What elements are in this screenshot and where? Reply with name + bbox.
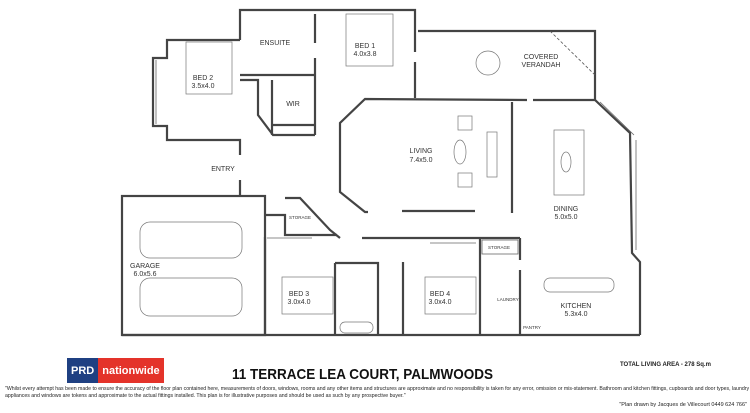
- furniture: [139, 13, 615, 334]
- room-size-living: 7.4x5.0: [410, 157, 433, 164]
- walls: [120, 8, 642, 337]
- room-label-bed4: BED 4: [430, 291, 450, 298]
- logo-nationwide: nationwide: [98, 358, 164, 383]
- room-label-kitchen: KITCHEN: [561, 303, 592, 310]
- room-label-living: LIVING: [410, 148, 433, 155]
- room-label-verandah: COVERED: [524, 54, 559, 61]
- room-label-laundry: LAUNDRY: [497, 297, 518, 302]
- floor-plan: BED 2 3.5x4.0 ENSUITE BED 1 4.0x3.8 COVE…: [120, 8, 642, 337]
- coffee-table-icon: [453, 139, 467, 165]
- room-size-garage: 6.0x5.6: [134, 271, 157, 278]
- prd-nationwide-logo: PRD nationwide: [67, 358, 164, 383]
- disclaimer: "Whilst every attempt has been made to e…: [5, 386, 750, 399]
- total-living-area: TOTAL LIVING AREA - 278 Sq.m: [620, 362, 711, 368]
- room-label-entry: ENTRY: [211, 166, 235, 173]
- room-label-wir: WIR: [286, 101, 300, 108]
- room-label-storage-2: STORAGE: [488, 245, 510, 250]
- car-icon: [139, 277, 243, 317]
- room-size-bed1: 4.0x3.8: [354, 51, 377, 58]
- armchair-icon: [457, 115, 473, 131]
- room-label-pantry: PANTRY: [523, 325, 541, 330]
- room-size-bed3: 3.0x4.0: [288, 299, 311, 306]
- room-size-dining: 5.0x5.0: [555, 214, 578, 221]
- room-size-bed4: 3.0x4.0: [429, 299, 452, 306]
- car-icon: [139, 221, 243, 259]
- room-labels: BED 2 3.5x4.0 ENSUITE BED 1 4.0x3.8 COVE…: [130, 40, 591, 330]
- bed-icon: [185, 41, 233, 95]
- armchair-icon: [457, 172, 473, 188]
- room-label-storage: STORAGE: [289, 215, 311, 220]
- room-label-bed1: BED 1: [355, 43, 375, 50]
- room-label-ensuite: ENSUITE: [260, 40, 291, 47]
- room-size-bed2: 3.5x4.0: [192, 83, 215, 90]
- logo-prd: PRD: [67, 358, 99, 383]
- room-label-dining: DINING: [554, 206, 579, 213]
- bathtub-icon: [339, 321, 374, 334]
- room-label-verandah-2: VERANDAH: [522, 62, 561, 69]
- bed-icon: [345, 13, 394, 67]
- bed-icon: [281, 276, 334, 315]
- room-label-garage: GARAGE: [130, 263, 160, 270]
- outdoor-table-icon: [475, 50, 501, 76]
- kitchen-island-icon: [543, 277, 615, 293]
- room-size-kitchen: 5.3x4.0: [565, 311, 588, 318]
- bed-icon: [424, 276, 477, 315]
- sofa-icon: [486, 131, 498, 178]
- table-centerpiece-icon: [560, 151, 572, 173]
- property-address: 11 TERRACE LEA COURT, PALMWOODS: [232, 366, 494, 383]
- drawn-by-credit: "Plan drawn by Jacques de Villecourt 044…: [619, 402, 747, 408]
- room-label-bed2: BED 2: [193, 75, 213, 82]
- room-label-bed3: BED 3: [289, 291, 309, 298]
